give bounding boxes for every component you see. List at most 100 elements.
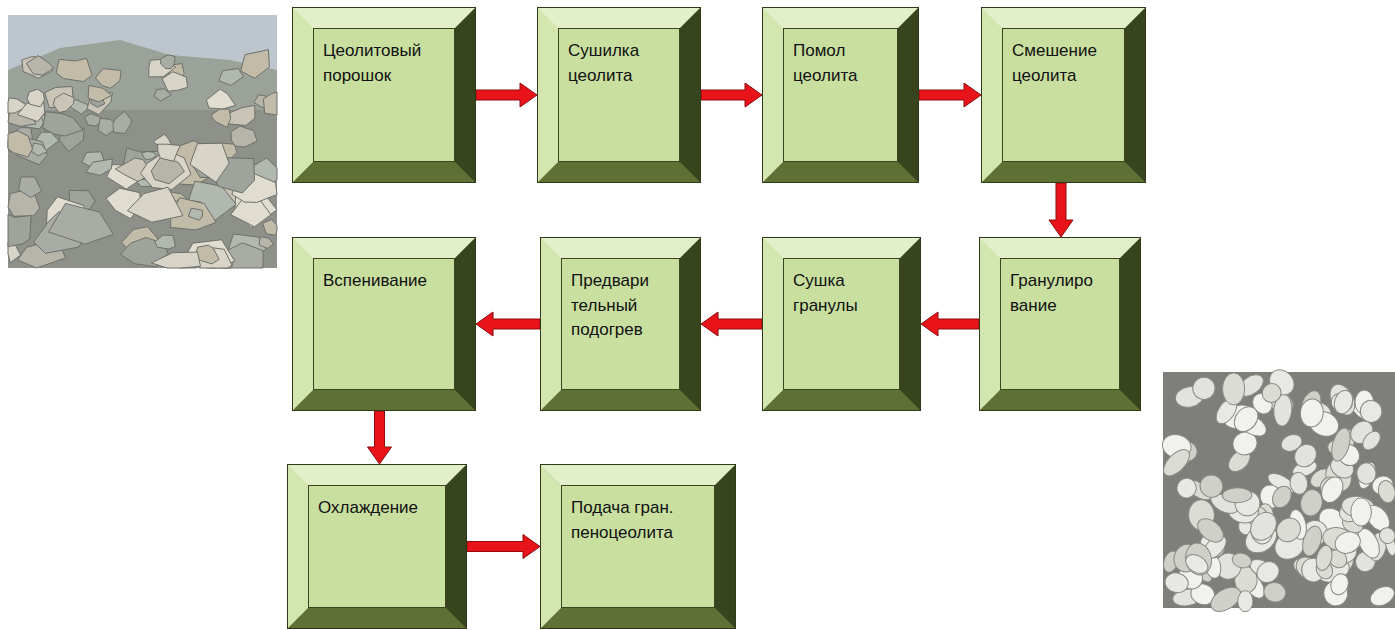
granule-shape (1193, 514, 1228, 547)
flow-arrow (701, 83, 762, 107)
granule-shape (1229, 402, 1262, 436)
granule-shape (1238, 591, 1253, 612)
box-label: Смешение цеолита (1003, 29, 1124, 94)
process-box: Гранулиро вание (980, 238, 1140, 410)
rock-shape (53, 93, 74, 112)
granule-shape (1328, 571, 1352, 597)
granule-shape (1331, 388, 1355, 416)
rock-shape (151, 252, 200, 268)
process-box: Предвари тельный подогрев (541, 238, 700, 410)
flow-arrow (701, 312, 762, 336)
rock-shape (113, 111, 132, 133)
granule-shape (1159, 445, 1194, 480)
box-face: Охлаждение (308, 485, 446, 608)
granule-shape (1272, 513, 1306, 546)
granule-shape (1223, 373, 1245, 405)
box-face: Помол цеолита (783, 28, 898, 162)
box-label: Помол цеолита (784, 29, 897, 94)
rock-shape (219, 69, 244, 86)
granule-shape (1376, 479, 1395, 505)
flow-arrow (368, 411, 392, 464)
flow-arrow (476, 83, 537, 107)
process-box: Охлаждение (288, 465, 466, 628)
flow-arrow (921, 312, 979, 336)
granule-shape (1351, 498, 1372, 526)
box-label: Сушка гранулы (784, 259, 899, 324)
granule-shape (1190, 375, 1218, 403)
granule-shape (1299, 398, 1325, 428)
granule-shape (1173, 475, 1199, 501)
process-box: Сушилка цеолита (538, 8, 700, 182)
granule-shape (1317, 473, 1347, 506)
foam-zeolite-granules-photo (1159, 365, 1395, 617)
granule-shape (1231, 551, 1254, 570)
rock-shape (263, 92, 277, 115)
rock-shape (19, 177, 42, 198)
box-label: Сушилка цеолита (559, 29, 679, 94)
box-face: Сушка гранулы (783, 258, 900, 390)
rock-shape (155, 235, 176, 249)
granule-shape (1355, 460, 1378, 491)
rock-shape (206, 89, 235, 109)
rock-shape (32, 143, 48, 156)
granule-shape (1328, 426, 1353, 463)
flow-arrow (1049, 183, 1073, 237)
granule-shape (1245, 507, 1281, 545)
rock-shape (188, 208, 202, 220)
rock-shape (27, 89, 45, 107)
rock-shape (162, 72, 187, 92)
box-label: Цеолитовый порошок (314, 29, 454, 94)
process-box: Подача гран. пеноцеолита (541, 465, 735, 628)
granule-shape (1183, 540, 1215, 577)
box-label: Вспенивание (314, 259, 454, 300)
granule-shape (1359, 428, 1384, 453)
process-box: Цеолитовый порошок (293, 8, 475, 182)
granule-shape (1377, 525, 1395, 546)
process-box: Помол цеолита (763, 8, 918, 182)
granule-shape (1290, 440, 1321, 471)
box-label: Подача гран. пеноцеолита (562, 486, 714, 551)
granule-shape (1182, 551, 1211, 578)
process-box: Сушка гранулы (763, 238, 920, 410)
granule-shape (1314, 544, 1335, 572)
box-face: Предвари тельный подогрев (561, 258, 680, 390)
granule-shape (1253, 557, 1283, 586)
granule-shape (1367, 583, 1395, 610)
rock-shape (241, 50, 270, 79)
rock-shape (158, 144, 181, 161)
box-face: Вспенивание (313, 258, 455, 390)
box-face: Гранулиро вание (1000, 258, 1120, 390)
rock-shape (211, 109, 231, 127)
rock-shape (263, 220, 277, 236)
rock-shape (88, 85, 112, 102)
rock-shape (95, 69, 121, 89)
rock-shape (231, 126, 257, 147)
box-face: Цеолитовый порошок (313, 28, 455, 162)
granule-shape (1163, 571, 1190, 595)
flow-arrow (919, 83, 981, 107)
box-label: Предвари тельный подогрев (562, 259, 679, 349)
rock-shape (49, 203, 114, 244)
rock-shape (161, 55, 175, 69)
box-label: Охлаждение (309, 486, 445, 527)
rock-shape (56, 58, 92, 81)
box-face: Сушилка цеолита (558, 28, 680, 162)
box-label: Гранулиро вание (1001, 259, 1119, 324)
granule-shape (1262, 580, 1288, 604)
rock-shape (8, 214, 31, 246)
rock-shape (142, 152, 157, 160)
rock-shape (128, 187, 184, 222)
granule-shape (1269, 483, 1295, 511)
rock-shape (8, 131, 33, 157)
granule-shape (1222, 488, 1252, 504)
rock-shape (227, 105, 255, 125)
granule-shape (1355, 462, 1377, 486)
flow-arrow (476, 312, 540, 336)
process-box: Смешение цеолита (982, 8, 1145, 182)
rock-shape (190, 143, 229, 182)
granule-shape (1298, 488, 1324, 518)
granule-shape (1332, 528, 1364, 557)
rock-shape (26, 56, 53, 76)
rock-shape (259, 237, 273, 249)
